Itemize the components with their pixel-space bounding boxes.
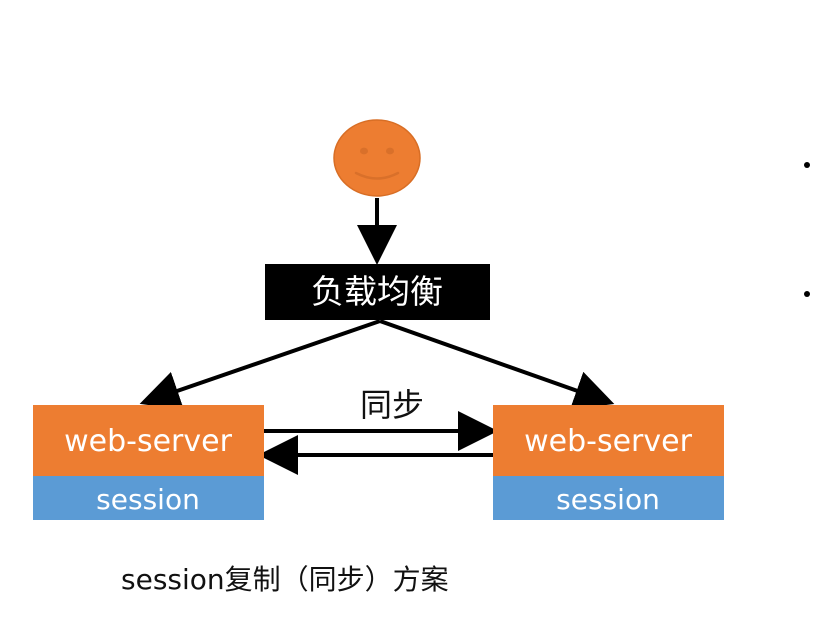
right-server-group: web-server session <box>493 405 724 520</box>
load-balancer-label: 负载均衡 <box>311 272 443 311</box>
diagram-caption: session复制（同步）方案 <box>121 563 449 596</box>
right-web-server-box <box>493 405 724 476</box>
sync-label: 同步 <box>360 386 424 424</box>
right-bullet-dot <box>804 291 810 297</box>
right-web-server-label: web-server <box>524 424 692 459</box>
right-session-box <box>493 476 724 520</box>
smiley-face-icon <box>333 119 421 197</box>
load-balancer-to-left-server-arrow <box>139 319 381 410</box>
left-server-group: web-server session <box>33 405 264 520</box>
left-web-server-box <box>33 405 264 476</box>
left-session-box <box>33 476 264 520</box>
load-balancer-to-right-server-arrow <box>379 319 615 410</box>
right-bullet-dot <box>804 162 810 168</box>
left-session-label: session <box>96 483 200 516</box>
load-balancer-node: 负载均衡 <box>265 264 490 320</box>
right-session-label: session <box>556 483 660 516</box>
left-web-server-label: web-server <box>64 424 232 459</box>
